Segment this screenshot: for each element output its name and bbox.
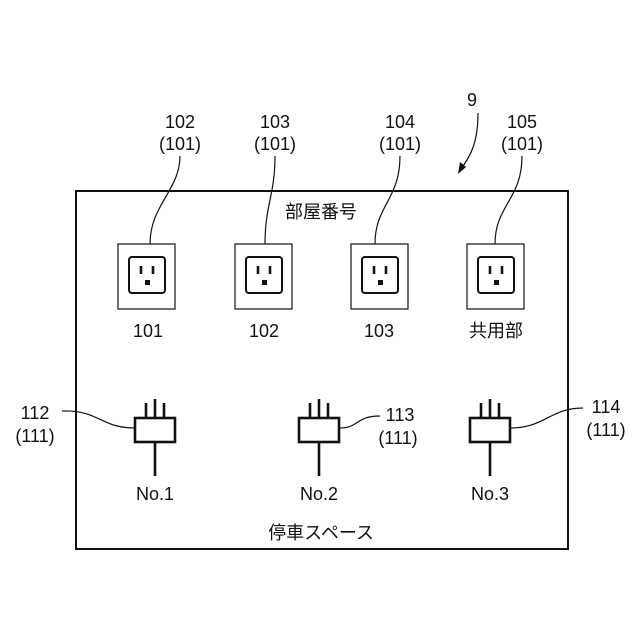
outlet-ref: 105 xyxy=(507,112,537,132)
charger-no2: 113 (111) No.2 xyxy=(299,399,418,504)
leader-line xyxy=(150,156,180,244)
outlet-label: 102 xyxy=(249,321,279,341)
leader-line xyxy=(62,411,135,428)
ground-hole xyxy=(494,280,499,285)
outlet-ref-parent: (101) xyxy=(254,134,296,154)
outlet-ref-parent: (101) xyxy=(501,134,543,154)
outlet-plate xyxy=(351,244,408,309)
ground-hole xyxy=(378,280,383,285)
charger-ref-parent: (111) xyxy=(15,426,54,446)
parking-section-title: 停車スペース xyxy=(268,523,374,543)
plug-body-icon xyxy=(470,418,510,442)
outlet-102: 103 (101) 102 xyxy=(235,112,296,341)
ground-hole xyxy=(262,280,267,285)
charger-label: No.1 xyxy=(136,484,174,504)
outlet-label: 共用部 xyxy=(469,321,523,341)
outlet-plate xyxy=(467,244,524,309)
leader-line xyxy=(375,156,400,244)
plug-body-icon xyxy=(135,418,175,442)
outlet-label: 103 xyxy=(364,321,394,341)
charger-label: No.2 xyxy=(300,484,338,504)
outlet-ref: 104 xyxy=(385,112,415,132)
outlet-ref-parent: (101) xyxy=(379,134,421,154)
leader-line xyxy=(495,156,522,244)
charger-label: No.3 xyxy=(471,484,509,504)
leader-line xyxy=(510,408,583,428)
outlet-ref: 102 xyxy=(165,112,195,132)
charger-ref: 114 xyxy=(592,397,621,417)
ground-hole xyxy=(145,280,150,285)
figure-ref-arrow xyxy=(460,113,478,170)
charger-ref-parent: (111) xyxy=(586,420,625,440)
charger-ref: 112 xyxy=(21,403,50,423)
leader-line xyxy=(339,416,380,428)
figure-ref-label: 9 xyxy=(467,90,477,110)
outlet-plate xyxy=(235,244,292,309)
outlet-plate xyxy=(118,244,175,309)
outlet-ref: 103 xyxy=(260,112,290,132)
charger-no3: 114 (111) No.3 xyxy=(470,397,626,504)
room-section-title: 部屋番号 xyxy=(285,202,357,222)
outlet-common-area: 105 (101) 共用部 xyxy=(467,112,543,341)
charger-ref: 113 xyxy=(386,405,415,425)
outlet-103: 104 (101) 103 xyxy=(351,112,421,341)
leader-line xyxy=(265,156,275,244)
charger-ref-parent: (111) xyxy=(378,428,417,448)
outlet-ref-parent: (101) xyxy=(159,134,201,154)
outlet-label: 101 xyxy=(133,321,163,341)
outlet-101: 102 (101) 101 xyxy=(118,112,201,341)
plug-body-icon xyxy=(299,418,339,442)
charger-no1: 112 (111) No.1 xyxy=(15,399,175,504)
